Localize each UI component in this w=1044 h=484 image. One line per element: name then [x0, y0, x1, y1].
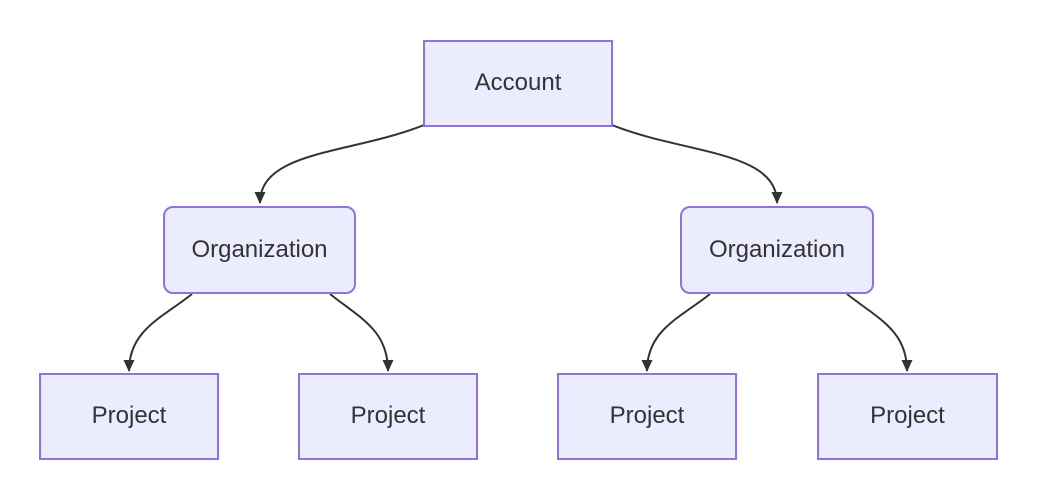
edge-org-left-to-project-1	[123, 293, 193, 372]
node-account-label: Account	[474, 69, 562, 97]
edge-account-to-org-right	[611, 124, 783, 204]
node-organization-left: Organization	[163, 206, 356, 294]
edge-org-right-to-project-3	[641, 293, 711, 372]
edge-org-right-to-project-4	[846, 293, 913, 372]
node-project-3: Project	[557, 373, 737, 460]
node-project-3-label: Project	[609, 402, 685, 430]
edge-org-left-to-project-2	[329, 293, 394, 372]
node-organization-right-label: Organization	[708, 235, 846, 263]
node-project-4: Project	[817, 373, 998, 460]
node-project-2: Project	[298, 373, 478, 460]
node-organization-left-label: Organization	[191, 235, 328, 263]
edge-account-to-org-left	[254, 124, 425, 204]
node-project-1-label: Project	[91, 402, 167, 430]
node-project-2-label: Project	[350, 402, 426, 430]
node-organization-right: Organization	[680, 206, 874, 294]
node-project-4-label: Project	[870, 402, 945, 430]
node-account: Account	[423, 40, 613, 127]
node-project-1: Project	[39, 373, 219, 460]
